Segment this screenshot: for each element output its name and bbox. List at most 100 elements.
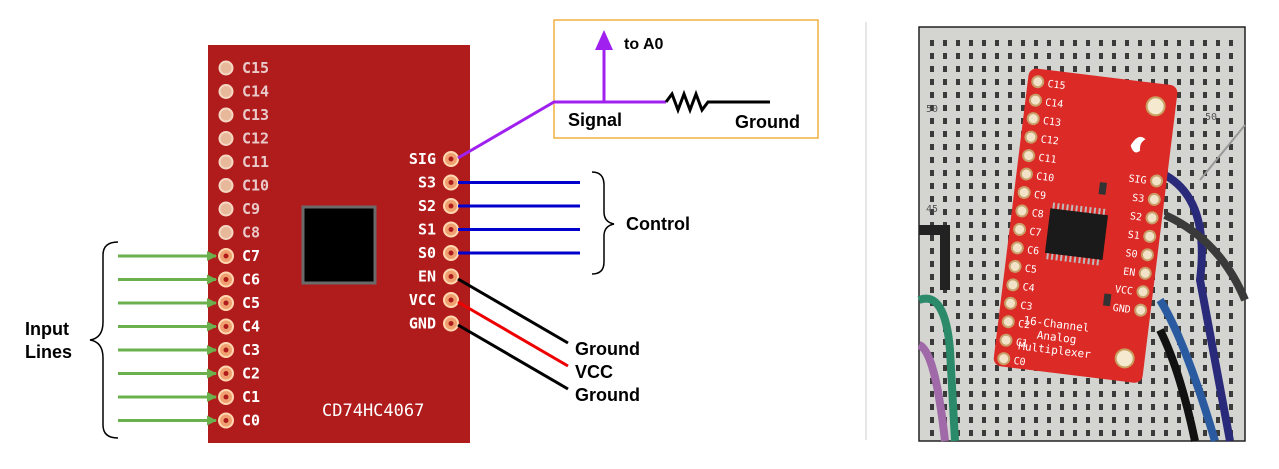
photo-pin-label-c0: C0 bbox=[1013, 356, 1026, 368]
breadboard-hole bbox=[943, 391, 947, 397]
breadboard-hole bbox=[969, 300, 973, 306]
breadboard-hole bbox=[1008, 40, 1012, 46]
photo-pin-vcc bbox=[1136, 285, 1150, 299]
breadboard-hole bbox=[1073, 53, 1077, 59]
breadboard-hole bbox=[1060, 378, 1064, 384]
breadboard-hole bbox=[943, 66, 947, 72]
breadboard-hole bbox=[969, 430, 973, 436]
breadboard-hole bbox=[1216, 92, 1220, 98]
pin-label-sig: SIG bbox=[409, 150, 436, 168]
photo-wire-left-1 bbox=[917, 294, 959, 442]
breadboard-hole bbox=[982, 92, 986, 98]
breadboard-hole bbox=[995, 105, 999, 111]
breadboard-number-3: 50 bbox=[1205, 112, 1217, 123]
breadboard-hole bbox=[1112, 417, 1116, 423]
breadboard-hole bbox=[1216, 131, 1220, 137]
breadboard-hole bbox=[1190, 404, 1194, 410]
photo-pin-c0 bbox=[997, 352, 1011, 366]
breadboard-hole bbox=[1047, 404, 1051, 410]
breadboard-hole bbox=[956, 391, 960, 397]
breadboard-hole bbox=[1112, 430, 1116, 436]
ic-leg bbox=[1093, 207, 1097, 214]
breadboard-hole bbox=[982, 326, 986, 332]
photo-ic-legs bbox=[1046, 202, 1106, 266]
breadboard-hole bbox=[1177, 170, 1181, 176]
photo-pin-c15 bbox=[1031, 75, 1045, 89]
breadboard-hole bbox=[1216, 170, 1220, 176]
breadboard-hole bbox=[1164, 209, 1168, 215]
ic-leg bbox=[1055, 254, 1059, 261]
breadboard-hole bbox=[930, 209, 934, 215]
breadboard-number-2: 45 bbox=[926, 204, 938, 215]
photo-pin-label-c15: C15 bbox=[1047, 79, 1066, 92]
breadboard-hole bbox=[1229, 118, 1233, 124]
pin-hole bbox=[448, 274, 454, 279]
breadboard-hole bbox=[1216, 40, 1220, 46]
breadboard-hole bbox=[1125, 391, 1129, 397]
photo-smd-part-2 bbox=[1102, 293, 1112, 307]
breadboard-hole bbox=[1216, 300, 1220, 306]
pin-label-c12: C12 bbox=[242, 130, 269, 148]
ic-leg bbox=[1098, 208, 1101, 215]
breadboard-hole bbox=[982, 157, 986, 163]
power-label-ground-1: Ground bbox=[575, 339, 640, 359]
breadboard-hole bbox=[1021, 79, 1025, 85]
breadboard-hole bbox=[1203, 118, 1207, 124]
pin-label-c9: C9 bbox=[242, 200, 260, 218]
ic-leg bbox=[1102, 208, 1106, 215]
breadboard-hole bbox=[1229, 339, 1233, 345]
breadboard-hole bbox=[1190, 53, 1194, 59]
breadboard-hole bbox=[1229, 313, 1233, 319]
breadboard-hole bbox=[1203, 378, 1207, 384]
photo-pin-c8 bbox=[1015, 204, 1029, 218]
breadboard-hole bbox=[1216, 430, 1220, 436]
breadboard-hole bbox=[982, 53, 986, 59]
breadboard-hole bbox=[982, 118, 986, 124]
breadboard-hole bbox=[1008, 183, 1012, 189]
pin-hole bbox=[223, 300, 229, 306]
photo-pin-label-sig: SIG bbox=[1128, 174, 1147, 187]
power-label-vcc: VCC bbox=[575, 362, 613, 382]
pin-label-s2: S2 bbox=[418, 197, 436, 215]
breadboard-hole bbox=[1203, 53, 1207, 59]
photo-pin-label-c11: C11 bbox=[1038, 153, 1057, 166]
breadboard-hole bbox=[1164, 417, 1168, 423]
breadboard-hole bbox=[995, 417, 999, 423]
breadboard-hole bbox=[969, 235, 973, 241]
signal-wire bbox=[457, 100, 666, 160]
photo-wire-left-2 bbox=[917, 341, 949, 442]
breadboard-hole bbox=[1216, 417, 1220, 423]
breadboard-hole bbox=[1216, 404, 1220, 410]
breadboard-hole bbox=[1190, 287, 1194, 293]
breadboard-hole bbox=[969, 131, 973, 137]
breadboard-hole bbox=[1112, 66, 1116, 72]
breadboard-hole bbox=[1229, 326, 1233, 332]
breadboard-hole bbox=[1164, 248, 1168, 254]
breadboard-hole bbox=[995, 248, 999, 254]
breadboard-hole bbox=[1177, 196, 1181, 202]
pin-label-c15: C15 bbox=[242, 59, 269, 77]
breadboard-hole bbox=[982, 40, 986, 46]
breadboard-hole bbox=[995, 196, 999, 202]
control-label: Control bbox=[626, 214, 690, 234]
breadboard-hole bbox=[982, 365, 986, 371]
breadboard-hole bbox=[1151, 417, 1155, 423]
breadboard-hole bbox=[1008, 417, 1012, 423]
photo-wire-right-2 bbox=[1163, 211, 1249, 302]
breadboard-hole bbox=[1203, 326, 1207, 332]
breadboard-hole bbox=[1047, 391, 1051, 397]
breadboard-hole bbox=[1008, 378, 1012, 384]
breadboard-hole bbox=[1034, 417, 1038, 423]
breadboard-hole bbox=[1138, 404, 1142, 410]
input-lines-label-2: Lines bbox=[25, 342, 72, 362]
breadboard-hole bbox=[1073, 391, 1077, 397]
breadboard-hole bbox=[1151, 53, 1155, 59]
breadboard-hole bbox=[943, 40, 947, 46]
pin-label-gnd: GND bbox=[409, 315, 436, 333]
breadboard-hole bbox=[1216, 287, 1220, 293]
breadboard-hole bbox=[1021, 105, 1025, 111]
breadboard-hole bbox=[982, 235, 986, 241]
breadboard-hole bbox=[1112, 378, 1116, 384]
breadboard-hole bbox=[995, 118, 999, 124]
breadboard-hole bbox=[1216, 261, 1220, 267]
